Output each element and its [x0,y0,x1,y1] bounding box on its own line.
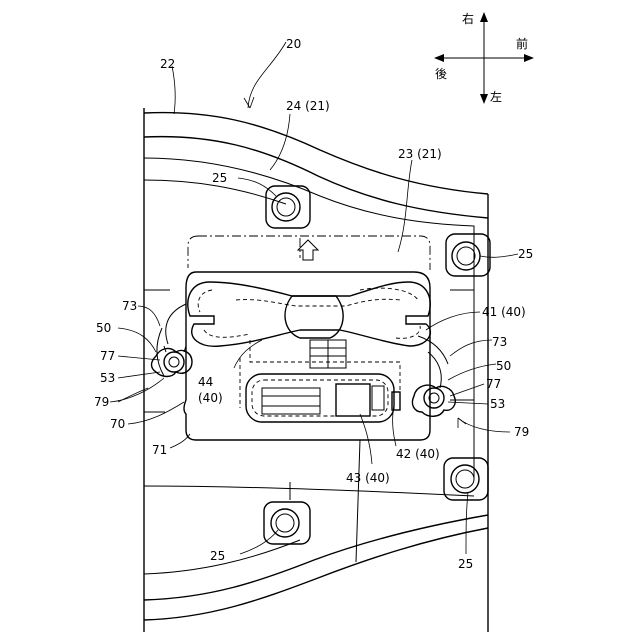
label-fastener-right: 79 [514,425,529,439]
direction-front-label: 前 [516,36,528,51]
arrow-left-icon [434,54,444,62]
direction-compass: 右 前 後 左 [434,11,534,104]
label-base-plate: 71 [152,443,167,457]
reference-frame [188,236,430,270]
arrow-down-icon [480,94,488,104]
label-tool-cover: 43 (40) [346,471,390,485]
label-nut-right: 53 [490,397,505,411]
label-fastener-left: 79 [94,395,109,409]
up-arrow-icon [298,240,318,260]
label-storage-part: 44 [198,375,213,389]
damper-top-right [446,234,490,276]
label-seat-rear-part: 23 (21) [398,147,442,161]
label-nut-left: 53 [100,371,115,385]
label-damper-bottom-left: 25 [210,549,225,563]
arrow-up-icon [480,12,488,22]
label-bolt-right: 50 [496,359,511,373]
label-seat-front-part: 24 (21) [286,99,330,113]
label-damper-top-right: 25 [518,247,533,261]
label-tool-holder: 42 (40) [396,447,440,461]
label-hook-right: 73 [492,335,507,349]
label-bolt-left: 50 [96,321,111,335]
seat-outline [144,108,488,632]
tool-cover [246,374,400,422]
fastener-right [412,336,455,416]
label-washer-right: 77 [486,377,501,391]
label-bracket: 70 [110,417,125,431]
label-hook-left: 73 [122,299,137,313]
damper-bottom-right [444,458,488,500]
label-seat-assembly: 20 [286,37,301,51]
label-storage-part-sub: (40) [198,391,223,405]
label-seat: 22 [160,57,175,71]
label-damper-top-left: 25 [212,171,227,185]
direction-left-label: 左 [490,89,502,104]
leader-arrow-icon [458,418,466,428]
label-damper-bottom-right: 25 [458,557,473,571]
label-washer-left: 77 [100,349,115,363]
direction-rear-label: 後 [435,67,447,81]
tool-tray [188,282,431,346]
arrow-right-icon [524,54,534,62]
reference-numerals: 22 20 24 (21) 23 (21) 25 25 25 25 41 (40… [94,37,533,571]
leader-lines [110,42,518,554]
label-tool-tray: 41 (40) [482,305,526,319]
direction-right-label: 右 [462,11,474,26]
